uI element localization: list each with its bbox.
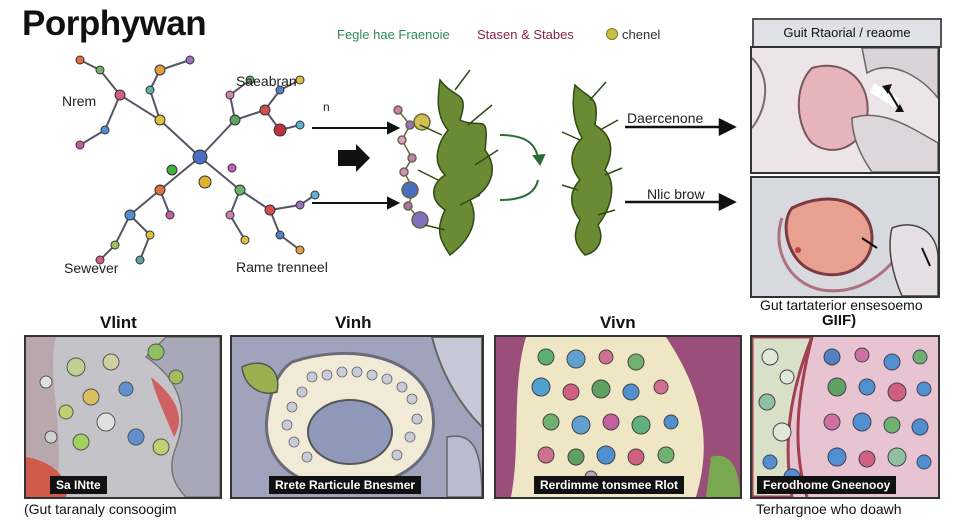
side-panel-header: Guit Rtaorial / reaome [752, 18, 942, 48]
side-caption-line2: GIIF) [822, 312, 857, 329]
legend-dot-icon [606, 28, 618, 40]
panel-3-heading: Vivn [600, 313, 636, 332]
vine-left [417, 69, 499, 257]
molecule-label-top-left: Nrem [62, 93, 97, 109]
side-panel-bottom [750, 176, 940, 298]
panel-1-footer: (Gut taranaly consoogim [24, 501, 177, 517]
legend-green-label: Fegle hae Fraenoie [337, 27, 450, 42]
micro-panel-1 [24, 335, 222, 499]
panel-1-caption: Sa INtte [50, 476, 107, 494]
page-title: Porphywan [22, 4, 207, 43]
molecule-label-bottom-right: Rame trenneel [236, 259, 328, 275]
bold-arrow-icon [338, 144, 370, 172]
panel-2-heading: Vinh [335, 313, 372, 332]
vine-right [561, 81, 623, 256]
molecule-label-top-right: Saeabran [236, 73, 297, 89]
micro-panel-3 [494, 335, 742, 499]
micro-panel-2 [230, 335, 484, 499]
arrow-lower-left [312, 196, 401, 210]
arrow-upper-right [625, 117, 737, 137]
panel-3-caption: Rerdimme tonsmee Rlot [534, 476, 685, 494]
arrow-label-lower: Nlic brow [647, 186, 705, 202]
legend-red-label: Stasen & Stabes [477, 27, 574, 42]
molecule-label-bottom-left: Sewever [64, 260, 119, 276]
arrow-lower-right [625, 192, 737, 212]
panel-1-heading: Vlint [100, 313, 137, 332]
molecule-atoms [75, 55, 320, 265]
legend-dot-label: chenel [622, 27, 661, 42]
panel-4-caption: Ferodhome Gneenooy [757, 476, 897, 494]
bead-chain [393, 105, 431, 229]
arrow-upper-left [312, 121, 401, 135]
micro-panel-4 [750, 335, 940, 499]
pathway-diagram [75, 55, 737, 265]
panel-2-caption: Rrete Rarticule Bnesmer [269, 476, 422, 494]
side-caption-line1: Gut tartaterior ensesoemo [760, 297, 923, 313]
panel-4-footer: Terhargnoe who doawh [756, 501, 902, 517]
side-panel-top [750, 46, 940, 174]
green-arrows [499, 134, 546, 201]
molecule-label-small: n [323, 100, 330, 114]
arrow-label-upper: Daercenone [627, 110, 704, 126]
